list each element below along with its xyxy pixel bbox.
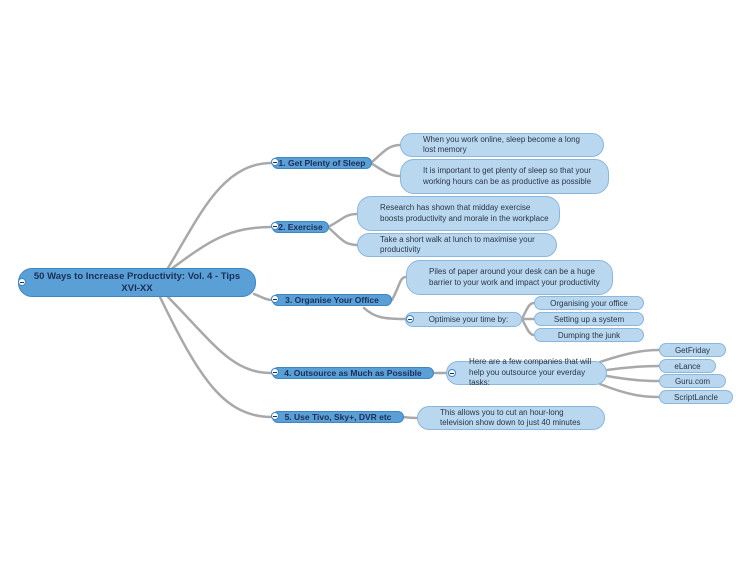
root-topic[interactable]: 50 Ways to Increase Productivity: Vol. 4… [18, 268, 256, 297]
note-outsource-companies[interactable]: Here are a few companies that will help … [446, 357, 607, 387]
collapse-icon[interactable] [271, 222, 279, 230]
item-text: ScriptLancle [673, 392, 719, 402]
connector-root-b2 [168, 225, 274, 272]
item-elance[interactable]: eLance [659, 359, 716, 373]
connector-b4-i3 [605, 374, 661, 383]
collapse-icon[interactable] [271, 412, 279, 420]
connector-b1-n2 [369, 161, 402, 178]
item-text: Organising your office [550, 298, 628, 308]
topic-label: 5. Use Tivo, Sky+, DVR etc [284, 412, 392, 422]
connector-b2-n1 [326, 212, 359, 229]
topic-outsource[interactable]: 4. Outsource as Much as Possible [272, 367, 434, 379]
root-topic-label: 50 Ways to Increase Productivity: Vol. 4… [33, 270, 241, 294]
item-scriptlancle[interactable]: ScriptLancle [659, 390, 733, 404]
note-text: Take a short walk at lunch to maximise y… [380, 234, 535, 255]
collapse-icon[interactable] [271, 295, 279, 303]
item-getfriday[interactable]: GetFriday [659, 343, 726, 357]
note-text: Here are a few companies that will help … [469, 357, 592, 388]
connector-b3-i1 [520, 301, 536, 321]
note-text: When you work online, sleep become a lon… [423, 134, 580, 155]
note-text: This allows you to cut an hour-long tele… [440, 407, 581, 428]
connector-b3-i3 [520, 317, 536, 337]
connector-b2-n2 [326, 225, 359, 247]
connector-b3-n1 [390, 275, 408, 302]
note-text: Piles of paper around your desk can be a… [429, 267, 600, 287]
connector-root-b1 [166, 161, 274, 270]
item-organising-office[interactable]: Organising your office [534, 296, 644, 310]
item-text: eLance [674, 361, 701, 371]
collapse-icon[interactable] [271, 158, 279, 166]
connector-root-b4 [166, 295, 274, 375]
connector-b4-i2 [605, 364, 661, 372]
note-tivo-cut[interactable]: This allows you to cut an hour-long tele… [417, 406, 605, 430]
connector-b4-i1 [598, 348, 661, 364]
topic-label: 4. Outsource as Much as Possible [284, 368, 422, 378]
connector-b4-i4 [598, 382, 661, 399]
note-text: It is important to get plenty of sleep s… [423, 166, 592, 186]
item-text: Setting up a system [553, 314, 625, 324]
connector-b3-n2 [362, 306, 407, 321]
item-text: GetFriday [674, 345, 711, 355]
topic-use-tivo[interactable]: 5. Use Tivo, Sky+, DVR etc [272, 411, 404, 423]
root-collapse-icon[interactable] [18, 278, 26, 286]
note-sleep-productive[interactable]: It is important to get plenty of sleep s… [400, 159, 609, 194]
topic-label: 3. Organise Your Office [285, 295, 379, 305]
item-setting-up-system[interactable]: Setting up a system [534, 312, 644, 326]
connector-root-b3 [252, 292, 274, 302]
topic-exercise[interactable]: 2. Exercise [272, 221, 329, 233]
note-office-paper[interactable]: Piles of paper around your desk can be a… [406, 260, 613, 295]
note-sleep-memory[interactable]: When you work online, sleep become a lon… [400, 133, 604, 157]
item-text: Dumping the junk [557, 330, 621, 340]
topic-label: 1. Get Plenty of Sleep [278, 158, 366, 168]
item-dumping-junk[interactable]: Dumping the junk [534, 328, 644, 342]
topic-organise-office[interactable]: 3. Organise Your Office [272, 294, 392, 306]
connector-b1-n1 [369, 143, 402, 165]
collapse-icon[interactable] [271, 368, 279, 376]
topic-label: 2. Exercise [278, 222, 323, 232]
note-text: Optimise your time by: [428, 315, 509, 324]
collapse-icon[interactable] [448, 369, 456, 377]
note-exercise-research[interactable]: Research has shown that midday exercise … [357, 196, 560, 231]
note-exercise-walk[interactable]: Take a short walk at lunch to maximise y… [357, 233, 557, 257]
note-text: Research has shown that midday exercise … [380, 203, 549, 223]
note-optimise-time[interactable]: Optimise your time by: [405, 312, 522, 327]
topic-get-plenty-of-sleep[interactable]: 1. Get Plenty of Sleep [272, 157, 372, 169]
collapse-icon[interactable] [406, 315, 414, 323]
connector-b5-n1 [401, 415, 419, 420]
connector-root-b5 [158, 295, 274, 419]
item-guru[interactable]: Guru.com [659, 374, 726, 388]
item-text: Guru.com [674, 376, 711, 386]
